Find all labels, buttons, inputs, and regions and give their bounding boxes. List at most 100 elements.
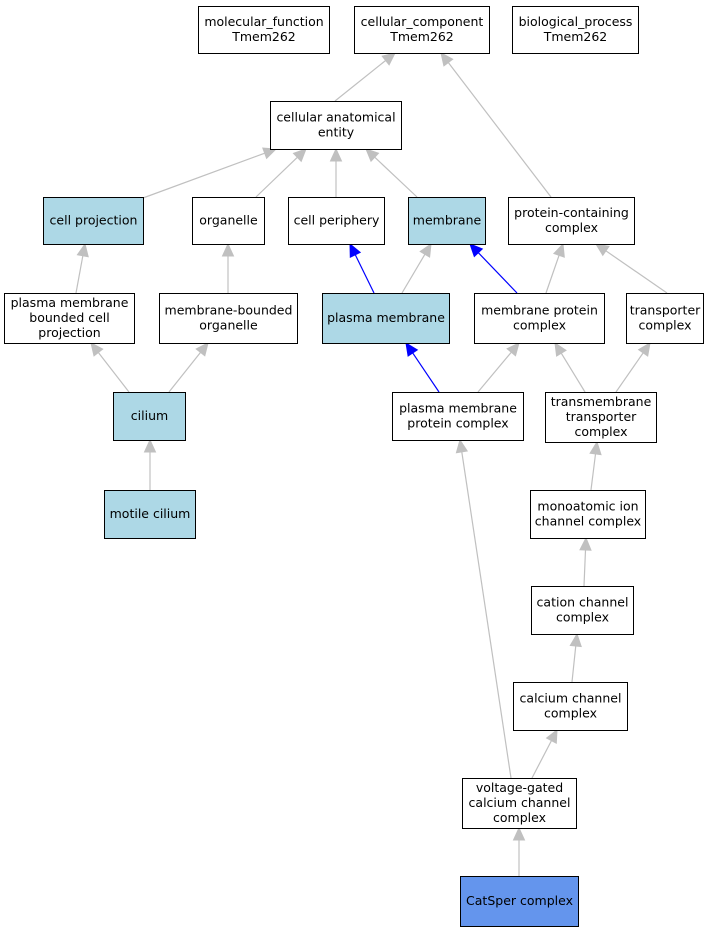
term-label-line: calcium channel xyxy=(520,691,622,706)
term-label-line: transporter xyxy=(566,409,637,424)
edge-line xyxy=(461,451,512,779)
arrowhead-icon xyxy=(329,147,343,162)
edge-line xyxy=(583,549,587,587)
term-label-line: motile cilium xyxy=(110,506,191,521)
edge-vgcc-to-cacc xyxy=(531,728,558,779)
arrowhead-icon xyxy=(506,342,520,357)
term-label-line: CatSper complex xyxy=(466,893,573,908)
arrowhead-icon xyxy=(589,440,602,456)
term-label-line: organelle xyxy=(199,213,258,228)
term-label-line: Tmem262 xyxy=(389,29,454,44)
edge-line xyxy=(571,645,577,683)
arrowhead-icon xyxy=(195,342,209,357)
term-node-membrane[interactable]: membrane xyxy=(408,197,486,245)
term-box xyxy=(198,6,330,54)
term-box xyxy=(354,6,490,54)
edge-mpc-to-membrane xyxy=(469,243,518,294)
edge-line xyxy=(142,152,265,199)
term-label-line: membrane protein xyxy=(481,303,598,318)
term-label-line: complex xyxy=(544,706,597,721)
edge-pcc-to-cc xyxy=(440,52,552,198)
edge-line xyxy=(374,156,418,198)
edge-motile-to-cilium xyxy=(143,438,157,490)
term-label-line: complex xyxy=(639,318,692,333)
arrowhead-icon xyxy=(637,342,651,357)
term-label-line: organelle xyxy=(199,318,258,333)
edge-line xyxy=(97,352,130,393)
term-box xyxy=(462,778,577,829)
arrowhead-icon xyxy=(552,242,565,258)
term-label-line: biological_process xyxy=(519,14,633,29)
edge-ccc-to-mic xyxy=(579,536,592,587)
term-box xyxy=(408,197,486,245)
term-node-cellperiph[interactable]: cell periphery xyxy=(288,197,385,245)
edge-cellperiph-to-cae xyxy=(329,147,343,197)
term-label-line: channel complex xyxy=(535,514,641,529)
term-box xyxy=(270,101,402,150)
term-label-line: plasma membrane xyxy=(327,310,445,325)
arrowhead-icon xyxy=(440,52,454,67)
arrowhead-icon xyxy=(579,536,592,551)
arrowhead-icon xyxy=(365,148,380,163)
edge-mic-to-ttc xyxy=(589,440,602,491)
term-box xyxy=(545,392,657,443)
term-label-line: calcium channel xyxy=(469,795,571,810)
term-label-line: membrane xyxy=(413,213,482,228)
edge-pmbcp-to-cellproj xyxy=(75,242,89,294)
term-label-line: Tmem262 xyxy=(231,29,296,44)
edge-line xyxy=(168,352,201,393)
arrowhead-icon xyxy=(455,438,469,454)
term-label-line: complex xyxy=(556,610,609,625)
edge-layer xyxy=(75,52,668,876)
term-box xyxy=(474,293,605,344)
term-node-cellproj[interactable]: cell projection xyxy=(43,197,144,245)
term-node-cilium[interactable]: cilium xyxy=(113,392,186,441)
edge-cilium-to-mbo xyxy=(168,342,209,393)
term-node-catsper[interactable]: CatSper complex xyxy=(460,876,579,927)
arrowhead-icon xyxy=(595,243,610,257)
term-node-organelle[interactable]: organelle xyxy=(192,197,265,245)
edge-line xyxy=(401,254,426,294)
term-box xyxy=(513,682,628,731)
arrowhead-icon xyxy=(545,728,558,745)
edge-line xyxy=(255,156,298,198)
edge-organelle-to-cae xyxy=(255,148,307,198)
edge-line xyxy=(531,740,552,779)
arrowhead-icon xyxy=(554,341,567,357)
term-label-line: molecular_function xyxy=(204,14,323,29)
edge-line xyxy=(447,62,552,198)
arrowhead-icon xyxy=(349,242,362,258)
term-box xyxy=(288,197,385,245)
term-label-line: membrane-bounded xyxy=(165,303,293,318)
edge-pm-to-membrane xyxy=(401,242,432,294)
edge-ttc-to-tc xyxy=(615,342,651,393)
term-label-line: cellular_component xyxy=(361,14,484,29)
edge-ttc-to-mpc xyxy=(554,341,586,393)
edge-line xyxy=(615,352,644,393)
term-box xyxy=(159,293,298,344)
edge-line xyxy=(545,255,560,294)
arrowhead-icon xyxy=(569,632,582,648)
term-box xyxy=(192,197,265,245)
term-node-motile[interactable]: motile cilium xyxy=(104,490,196,539)
term-box xyxy=(531,586,634,635)
edge-tc-to-pcc xyxy=(595,243,668,294)
term-label-line: transmembrane xyxy=(551,394,652,409)
edge-pmpc-to-pm xyxy=(405,342,440,393)
term-node-pm[interactable]: plasma membrane xyxy=(322,293,450,344)
